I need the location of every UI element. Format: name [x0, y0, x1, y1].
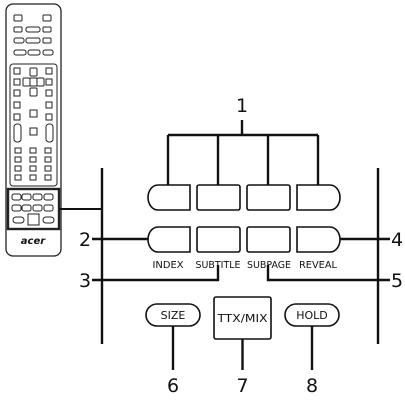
remote-side-button	[13, 89, 21, 97]
remote-inner-panel	[9, 63, 58, 187]
colour-buttons-row	[147, 184, 341, 211]
callout-1-bracket	[166, 120, 320, 185]
remote-mid-button	[45, 113, 53, 121]
remote-logo: acer	[21, 236, 46, 247]
callout-3-leader	[92, 265, 220, 282]
remote-side-button	[45, 67, 53, 75]
remote-volume-rocker	[13, 123, 22, 143]
colour-button-2	[196, 184, 241, 211]
remote-number-pad	[14, 147, 52, 181]
remote-mini-ttx-button	[27, 213, 40, 226]
remote-mini-colour-button	[11, 193, 22, 201]
colour-button-4	[296, 184, 341, 211]
remote-side-button	[13, 67, 21, 75]
remote-mid-button	[13, 101, 21, 109]
remote-side-button	[45, 89, 53, 97]
ttx-mix-button-label: TTX/MIX	[216, 312, 268, 325]
remote-top-button	[25, 37, 41, 44]
remote-power-button	[13, 14, 23, 22]
remote-top-button	[27, 49, 41, 56]
subpage-label: SUBPAGE	[247, 260, 291, 271]
remote-mini-colour-button	[32, 204, 43, 212]
function-buttons-row	[147, 226, 341, 253]
remote-mid-button	[29, 109, 38, 118]
colour-button-3	[246, 184, 291, 211]
callout-number-7: 7	[236, 375, 248, 397]
remote-side-button	[45, 78, 53, 86]
remote-body	[5, 3, 62, 257]
callout-number-8: 8	[306, 375, 318, 397]
remote-nav-ok	[29, 77, 38, 87]
callout-leaders	[92, 237, 390, 282]
callout-number-4: 4	[391, 229, 403, 251]
remote-mid-button	[13, 113, 21, 121]
remote-top-button	[13, 37, 25, 44]
remote-top-button	[42, 14, 52, 22]
size-button-label: SIZE	[161, 309, 186, 322]
remote-channel-rocker	[45, 123, 54, 143]
callout-number-5: 5	[391, 270, 403, 292]
remote-top-button	[13, 26, 23, 33]
remote-side-button	[13, 78, 21, 86]
remote-mini-hold-button	[42, 216, 55, 224]
remote-nav-down	[29, 87, 38, 97]
remote-mini-colour-button	[11, 204, 22, 212]
callout-number-2: 2	[79, 229, 91, 251]
callout-number-6: 6	[167, 375, 179, 397]
remote-mini-colour-button	[43, 204, 54, 212]
remote-mini-colour-button	[21, 204, 32, 212]
remote-top-button	[42, 37, 52, 44]
reveal-label: REVEAL	[299, 260, 337, 271]
remote-nav-right	[36, 77, 45, 87]
index-button	[147, 226, 191, 253]
remote-mid-button	[45, 101, 53, 109]
remote-nav-left	[22, 77, 31, 87]
bottom-callout-leaders	[171, 326, 314, 370]
remote-mini-colour-button	[21, 193, 32, 201]
remote-top-button	[42, 49, 54, 56]
callout-5-leader	[266, 265, 390, 282]
remote-top-button	[13, 49, 27, 56]
callout-number-3: 3	[79, 270, 91, 292]
subtitle-button	[196, 226, 241, 253]
remote-mini-size-button	[12, 216, 25, 224]
index-label: INDEX	[153, 260, 184, 271]
reveal-button	[296, 226, 341, 253]
colour-button-1	[147, 184, 191, 211]
subpage-button	[246, 226, 291, 253]
callout-number-1: 1	[236, 95, 248, 117]
remote-top-button	[42, 26, 52, 33]
remote-mini-colour-button	[43, 193, 54, 201]
remote-nav-up	[29, 67, 38, 77]
remote-mid-button	[29, 127, 38, 136]
subtitle-label: SUBTITLE	[196, 260, 241, 271]
hold-button-label: HOLD	[296, 309, 328, 322]
remote-top-button	[25, 26, 41, 33]
remote-mini-colour-button	[32, 193, 43, 201]
remote-control	[5, 3, 62, 257]
